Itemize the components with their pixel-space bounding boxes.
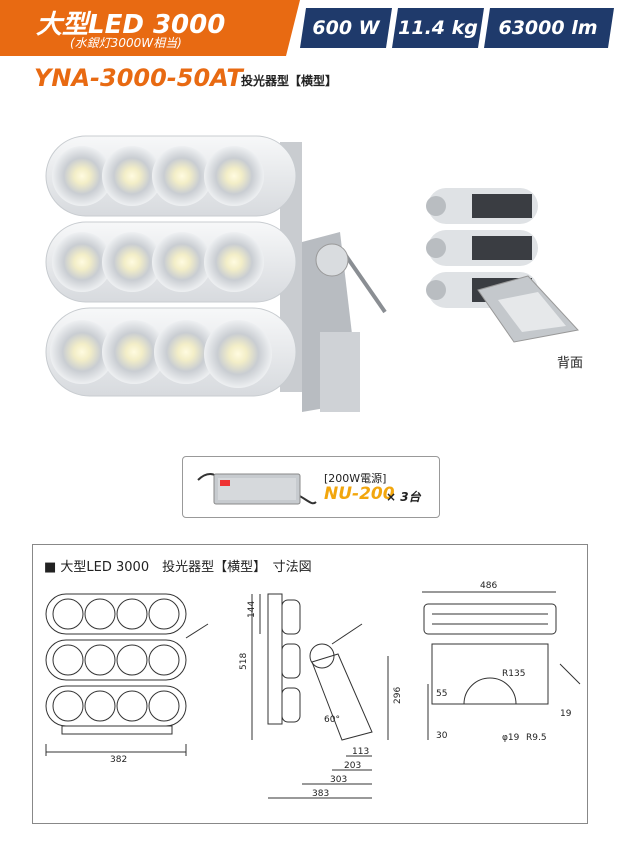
- model-code: YNA-3000-50AT: [34, 64, 243, 92]
- spec-lumens: 63000 lm: [498, 17, 598, 39]
- side-depth-303: 303: [330, 775, 347, 785]
- spec-wattage: 600 W: [312, 17, 380, 39]
- power-supply-label: [200W電源]: [324, 472, 387, 485]
- top-label-r135: R135: [502, 669, 525, 679]
- product-back-photo: [426, 188, 579, 343]
- banner-shapes: [0, 0, 614, 56]
- back-caption: 背面: [557, 356, 584, 371]
- side-bracket-height-label: 296: [393, 687, 403, 704]
- top-width-label: 486: [480, 581, 497, 591]
- power-supply-name: NU-200: [324, 484, 395, 504]
- side-module-height-label: 144: [247, 601, 257, 618]
- power-supply-count: × 3台: [386, 490, 421, 504]
- top-label-30: 30: [436, 731, 448, 741]
- dimension-drawing: 382 518 144 296 60° 113 203 303 383 486 …: [45, 581, 581, 799]
- side-depth-113: 113: [352, 747, 369, 757]
- front-width-label: 382: [110, 755, 127, 765]
- product-title: 大型LED 3000: [36, 10, 226, 40]
- model-type: 投光器型【横型】: [241, 74, 338, 88]
- side-angle-label: 60°: [324, 715, 340, 725]
- dimension-frame: [32, 544, 588, 824]
- front-view-drawing: [45, 593, 209, 756]
- header-banner: 大型LED 3000 (水銀灯3000W相当) 600 W 11.4 kg 63…: [0, 0, 620, 56]
- top-label-19: 19: [560, 709, 572, 719]
- top-view-drawing: [422, 591, 581, 740]
- side-depth-203: 203: [344, 761, 361, 771]
- spec-weight: 11.4 kg: [398, 17, 478, 39]
- product-front-photo: [45, 135, 387, 412]
- dimension-title: ■ 大型LED 3000 投光器型【横型】 寸法図: [44, 560, 312, 575]
- power-supply-image: [197, 473, 317, 505]
- top-label-phi19: φ19: [502, 733, 520, 743]
- top-label-r95: R9.5: [526, 733, 547, 743]
- side-depth-383: 383: [312, 789, 329, 799]
- product-subtitle: (水銀灯3000W相当): [70, 36, 182, 50]
- top-label-55: 55: [436, 689, 447, 699]
- side-view-drawing: [251, 593, 389, 799]
- side-height-total-label: 518: [239, 653, 249, 670]
